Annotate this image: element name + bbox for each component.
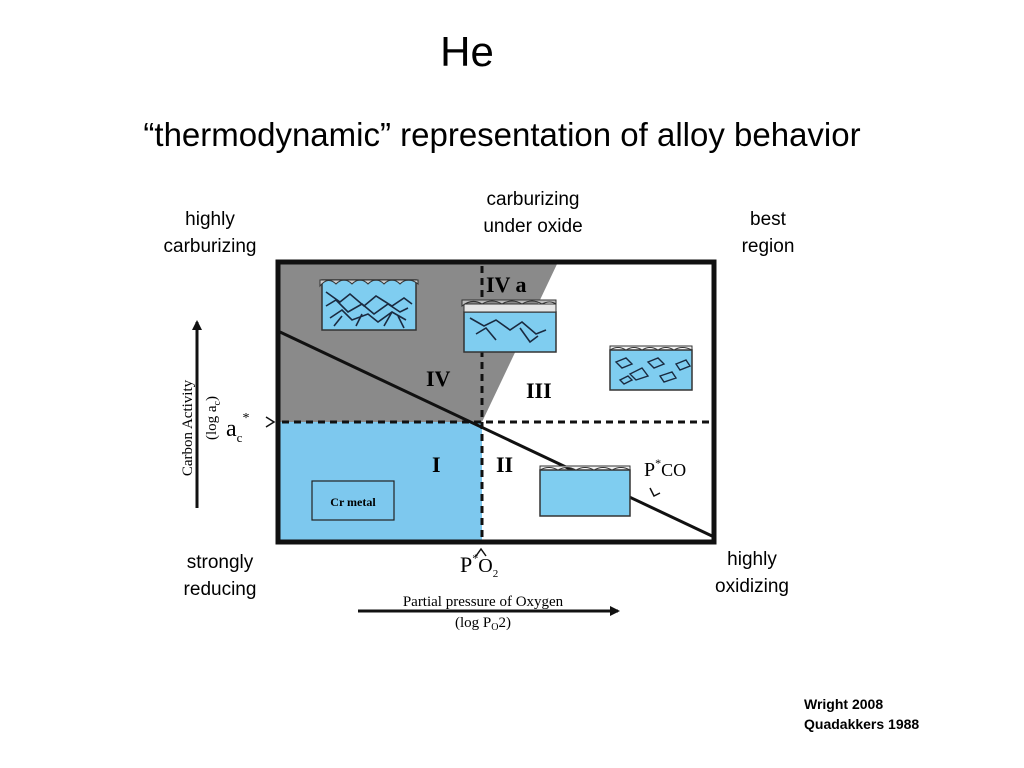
pco-label: P*CO (644, 456, 686, 481)
pco-line (279, 330, 713, 538)
x-axis-sublabel: (log PO2) (455, 615, 511, 633)
region-label-ii: II (496, 452, 513, 477)
y-axis-label: Carbon Activity (180, 379, 196, 476)
slide-title: He (440, 28, 494, 75)
cr-metal-box (311, 480, 395, 521)
annotation-carburizing-under-oxide: carburizing under oxide (483, 189, 583, 237)
credit-quadakkers: Quadakkers 1988 (804, 716, 920, 732)
region-label-i: I (432, 452, 441, 477)
credits: Wright 2008 Quadakkers 1988 (804, 694, 919, 734)
cr-metal-label: Cr metal (330, 495, 376, 509)
slide-subtitle: “thermodynamic” representation of alloy … (143, 116, 861, 153)
sample-oxide-layer-icon (539, 465, 631, 517)
y-axis-sublabel: (log ac) (204, 396, 223, 440)
x-reference-label: P*O2 (460, 551, 498, 580)
x-axis-label: Partial pressure of Oxygen (403, 594, 564, 610)
annotation-best-region: best region (741, 209, 795, 257)
region-label-iv: IV (426, 366, 451, 391)
y-reference-tick (265, 416, 276, 428)
annotation-strongly-reducing: strongly reducing (183, 552, 257, 600)
region-blue (278, 422, 482, 542)
sample-internal-oxide-icon (609, 345, 693, 391)
x-reference-tick (475, 547, 487, 557)
region-label-iii: III (526, 378, 552, 403)
pco-pointer (649, 487, 661, 498)
sample-under-oxide-icon (461, 299, 557, 353)
y-reference-label: ac* (226, 411, 249, 445)
sample-carburized-icon (319, 279, 419, 331)
credit-wright: Wright 2008 (804, 696, 884, 712)
annotation-highly-oxidizing: highly oxidizing (715, 549, 789, 597)
annotation-highly-carburizing: highly carburizing (163, 209, 257, 257)
diagram-frame (275, 259, 717, 545)
region-label-iva: IV a (486, 272, 527, 297)
